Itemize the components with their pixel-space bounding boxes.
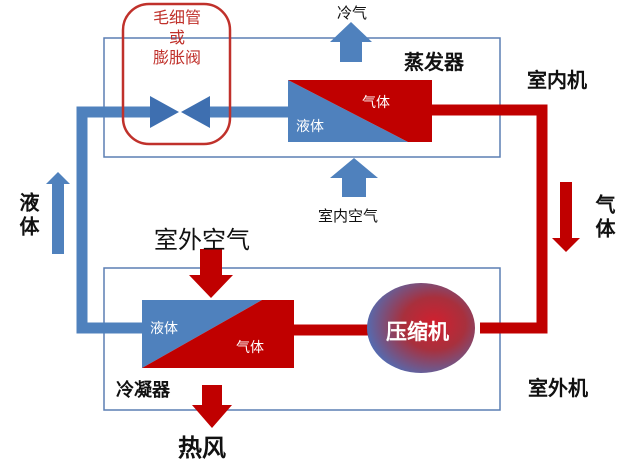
capillary-label: 毛细管 或 膨胀阀 (136, 8, 218, 68)
liquid-side-label: 液体 (16, 192, 40, 240)
indoor-air-arrow-icon (330, 158, 378, 197)
outdoor-unit-frame (103, 267, 501, 411)
capillary-line3: 膨胀阀 (152, 48, 201, 67)
capillary-line1: 毛细管 (152, 8, 201, 27)
liquid-flow-arrow-icon (46, 172, 70, 254)
condenser-liquid-label: 液体 (150, 321, 178, 337)
compressor-label: 压缩机 (386, 320, 449, 344)
evaporator-liquid-label: 液体 (296, 119, 324, 135)
compressor (367, 283, 475, 373)
evaporator-gas-section (288, 80, 432, 142)
condenser-label: 冷凝器 (116, 380, 170, 401)
condenser-gas-section (142, 300, 294, 368)
indoor-air-label: 室内空气 (318, 207, 379, 225)
condenser-gas-label: 气体 (236, 340, 264, 356)
hot-air-label: 热风 (178, 434, 226, 462)
evaporator-gas-label: 气体 (362, 95, 390, 111)
indoor-unit-frame (103, 37, 501, 158)
liquid-pipe (76, 106, 150, 334)
gas-side-label: 气体 (592, 194, 616, 242)
outdoor-air-label: 室外空气 (154, 226, 250, 254)
cold-air-label: 冷气 (337, 4, 368, 22)
gas-flow-arrow-icon (552, 182, 580, 252)
indoor-unit-label: 室内机 (527, 68, 587, 92)
evaporator-label: 蒸发器 (404, 50, 464, 74)
outdoor-unit-label: 室外机 (528, 376, 588, 400)
hot-air-arrow-icon (192, 385, 232, 428)
outdoor-air-arrow-icon (189, 249, 233, 298)
capillary-highlight (121, 2, 232, 146)
expansion-valve-icon (150, 96, 179, 128)
cold-air-arrow-icon (330, 22, 372, 62)
capillary-line2: 或 (168, 28, 185, 47)
gas-pipe (430, 104, 548, 334)
